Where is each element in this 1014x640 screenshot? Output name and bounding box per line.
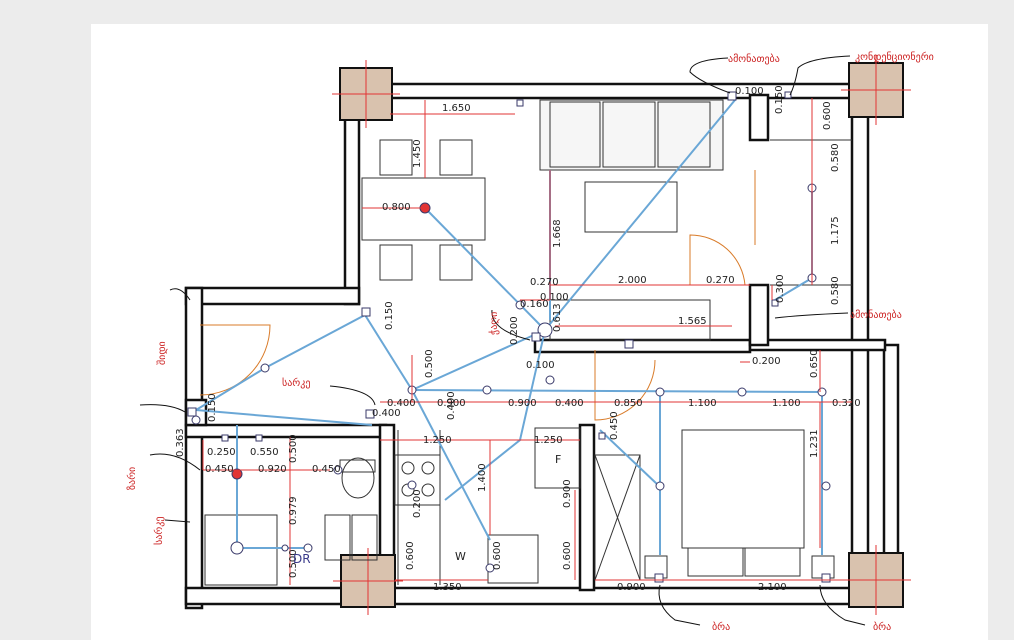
callout-sconce-left: ბრა [712,621,730,633]
appliance-labels: DR F W [293,453,561,566]
dim-label: 0.400 [372,408,401,419]
door-swings [199,170,756,421]
callouts: ამონათება კონდენციონერი ამონათება შიდი ს… [126,51,934,633]
callout-sconce-right: ბრა [873,621,891,633]
dim-label: 0.600 [562,541,573,570]
dim-label: 1.650 [442,103,471,114]
dim-label: 0.550 [250,447,279,458]
dim-label: 0.850 [614,398,643,409]
dim-label: 0.600 [492,541,503,570]
callout-socket: ზარი [126,467,138,490]
dim-label: 0.600 [405,541,416,570]
dim-label: 0.450 [205,464,234,475]
dim-label: 0.900 [617,582,646,593]
dimension-labels: 1.650 1.450 0.800 1.668 0.270 2.000 0.27… [175,85,861,593]
dim-label: 0.500 [288,434,299,463]
dryer-label: DR [293,552,311,566]
dim-label: 0.580 [830,276,841,305]
furniture [204,99,852,586]
wiring [195,99,823,555]
dimension-lines [202,98,852,585]
dim-label: 0.450 [312,464,341,475]
callout-mirror: სარკე [153,517,165,545]
dim-label: 0.920 [258,464,287,475]
dim-label: 0.150 [384,301,395,330]
callout-air-conditioner: კონდენციონერი [855,51,934,63]
dim-label: 0.800 [382,202,411,213]
dim-label: 1.250 [423,435,452,446]
dim-label: 0.900 [437,398,466,409]
dim-label: 1.175 [830,216,841,245]
dim-label: 0.613 [552,303,563,332]
dim-label: 0.900 [508,398,537,409]
dim-label: 0.400 [446,391,457,420]
dim-label: 1.350 [433,582,462,593]
dim-label: 0.200 [752,356,781,367]
dim-label: 0.270 [706,275,735,286]
dim-label: 1.565 [678,316,707,327]
callout-entrance: შიდი [156,341,168,365]
dim-label: 0.200 [412,489,423,518]
washer-label: W [455,550,466,563]
dim-label: 0.500 [288,549,299,578]
dim-label: 0.979 [288,496,299,525]
dim-label: 0.160 [520,299,549,310]
dim-label: 0.400 [387,398,416,409]
dim-label: 0.100 [526,360,555,371]
fridge-label: F [555,453,561,466]
dim-label: 0.900 [562,479,573,508]
dim-label: 1.231 [809,429,820,458]
dim-label: 0.500 [424,349,435,378]
callout-light-right: ამონათება [850,309,902,321]
dim-label: 1.450 [412,139,423,168]
dim-label: 0.150 [207,393,218,422]
dim-label: 1.100 [688,398,717,409]
callout-chandelier: ჭაღი [488,312,500,335]
dim-label: 0.100 [540,292,569,303]
dim-label: 0.150 [774,85,785,114]
dim-label: 2.000 [618,275,647,286]
callout-light-top: ამონათება [728,53,780,65]
dim-label: 1.100 [772,398,801,409]
dim-label: 0.100 [735,86,764,97]
dim-label: 0.200 [509,316,520,345]
dim-label: 2.100 [758,582,787,593]
dim-label: 1.250 [534,435,563,446]
dim-label: 0.450 [609,411,620,440]
dim-label: 0.363 [175,428,186,457]
callout-switch: სარკე [282,377,310,389]
dim-label: 0.600 [822,101,833,130]
dim-label: 0.300 [775,274,786,303]
dim-label: 0.580 [830,143,841,172]
dim-label: 0.250 [207,447,236,458]
dim-label: 0.320 [832,398,861,409]
dim-label: 0.650 [809,349,820,378]
dim-label: 0.270 [530,277,559,288]
dim-label: 1.668 [552,219,563,248]
columns [332,55,911,615]
dim-label: 0.400 [555,398,584,409]
callout-leaders [139,55,866,626]
dim-label: 1.400 [477,463,488,492]
